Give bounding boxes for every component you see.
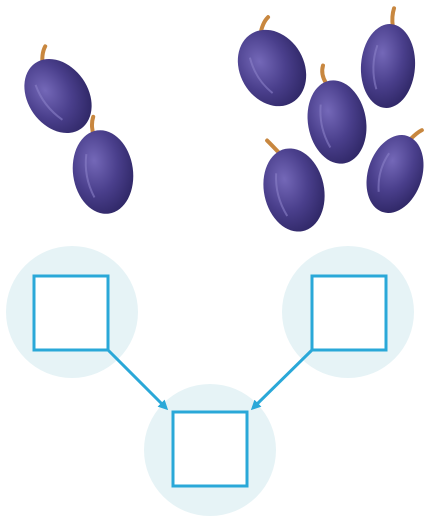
left-plum-group <box>6 39 139 217</box>
left-arrow <box>108 350 166 408</box>
plum-icon <box>358 6 419 110</box>
sum-box[interactable] <box>173 412 247 486</box>
right-plum-group <box>221 6 431 237</box>
right-arrow <box>253 350 312 408</box>
plum-icon <box>357 118 431 220</box>
left-count-box[interactable] <box>34 276 108 350</box>
plum-icon <box>221 12 319 118</box>
right-count-box[interactable] <box>312 276 386 350</box>
